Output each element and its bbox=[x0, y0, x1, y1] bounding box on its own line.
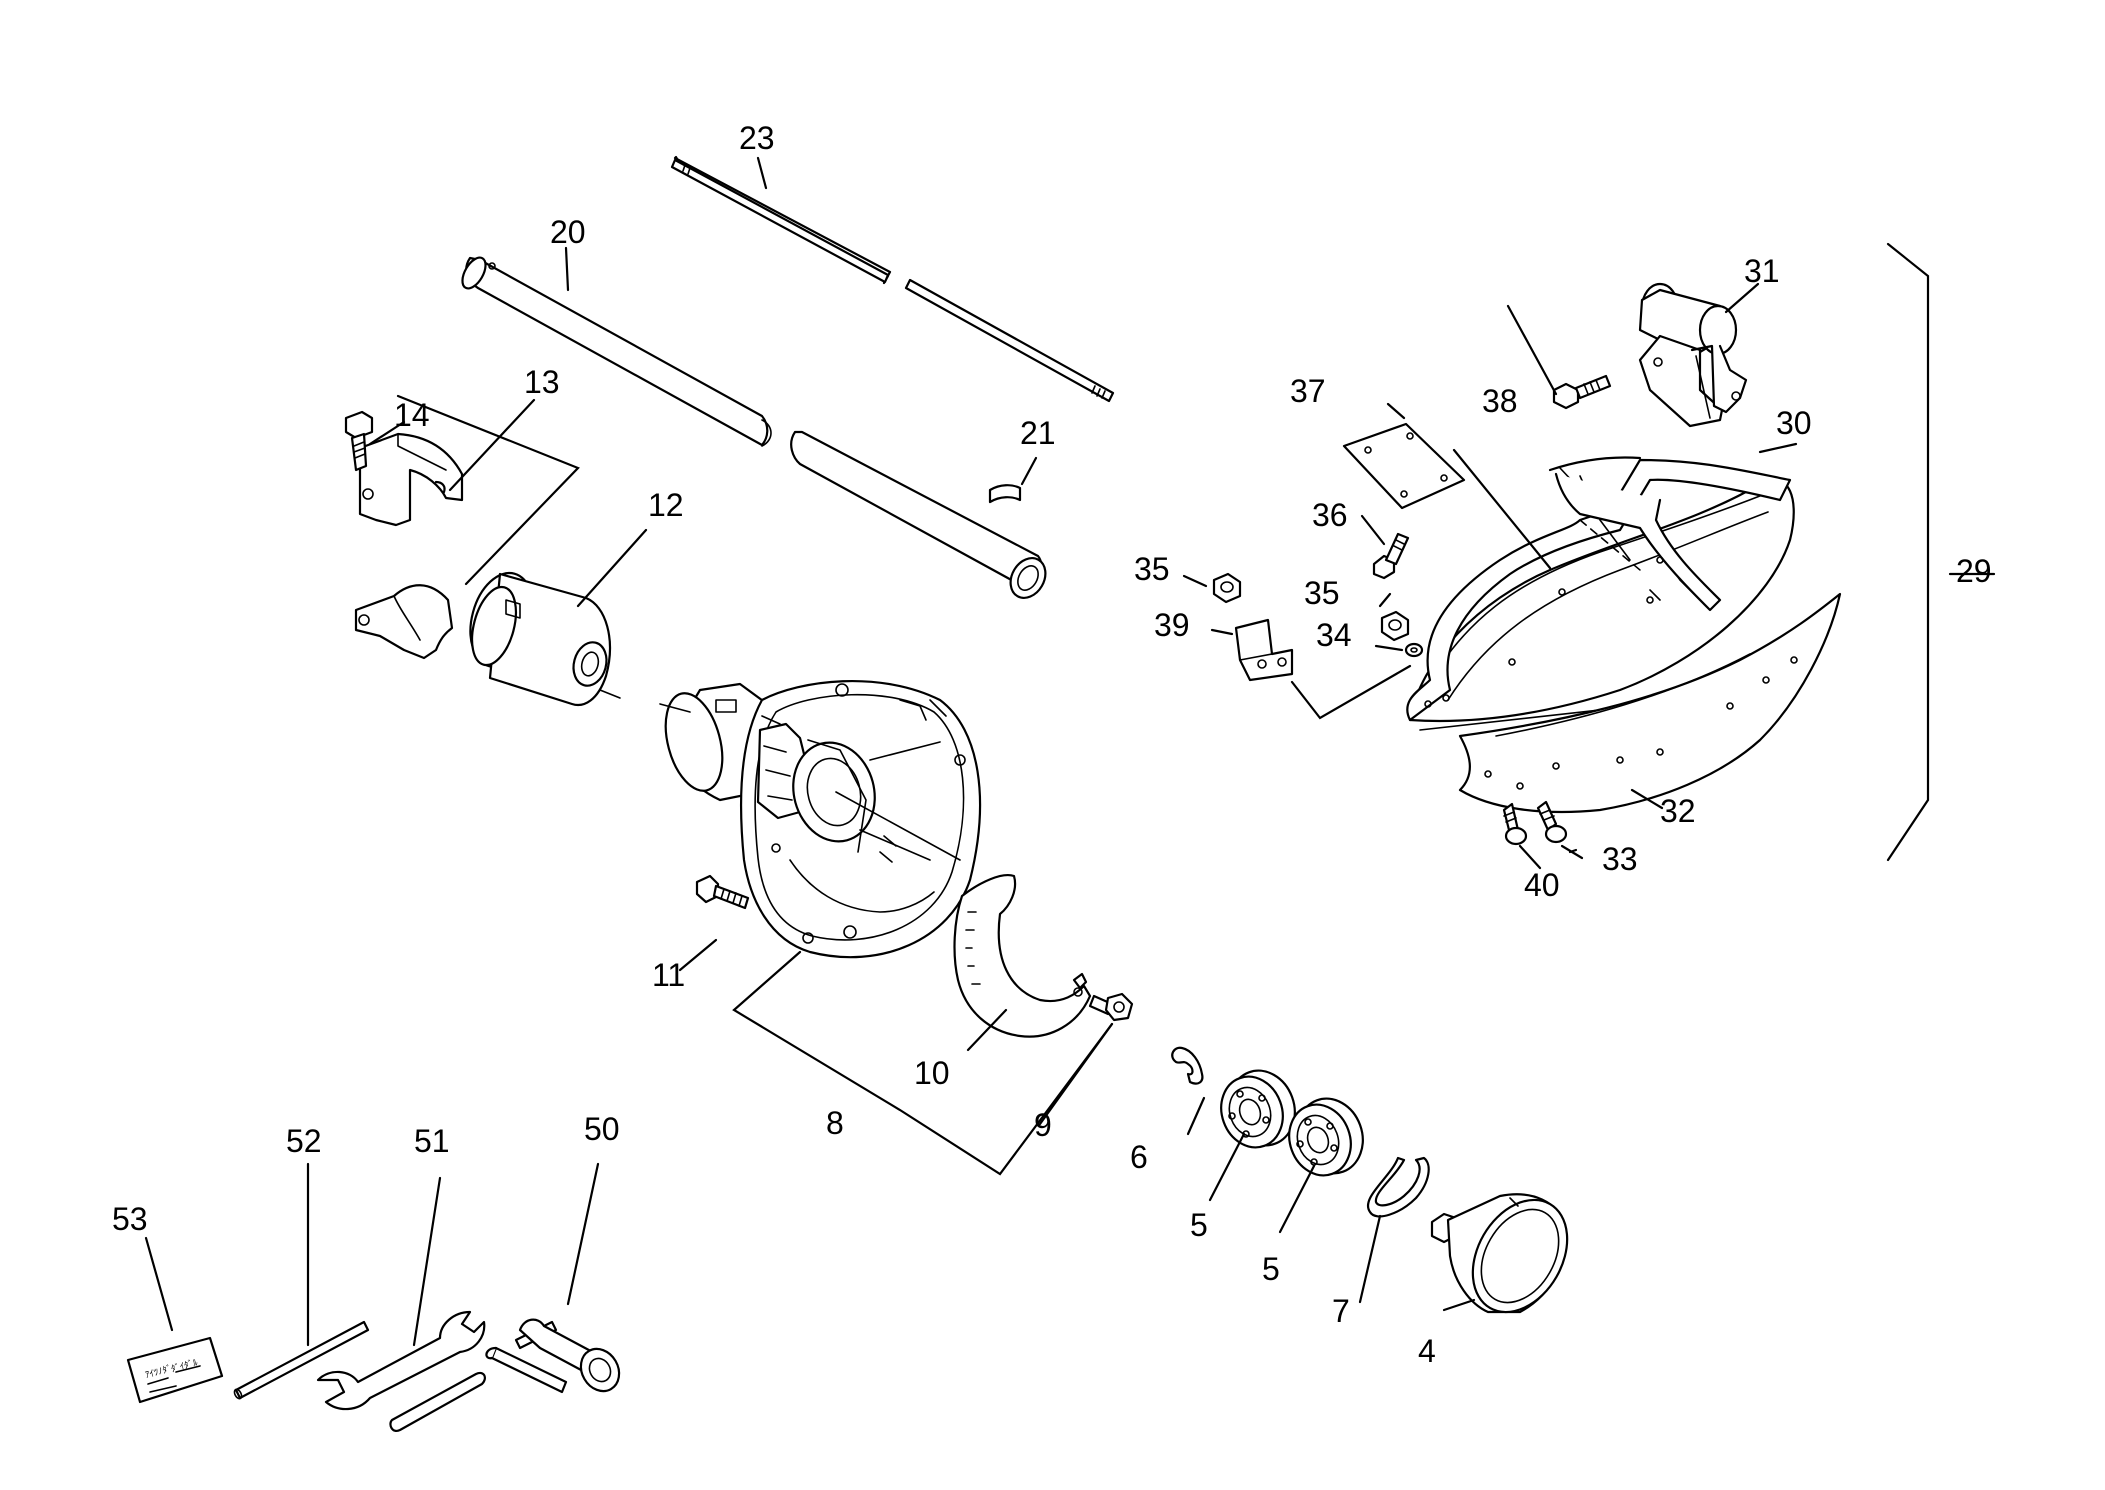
wrench bbox=[316, 1310, 486, 1432]
nut-upper bbox=[1212, 572, 1242, 604]
callout-labels: 23 20 21 14 13 12 11 10 8 9 6 5 5 7 4 52… bbox=[112, 120, 1992, 1369]
guard-skirt bbox=[1458, 592, 1842, 814]
label-52: 52 bbox=[286, 1123, 322, 1159]
label-4: 4 bbox=[1418, 1333, 1436, 1369]
label-14: 14 bbox=[394, 397, 430, 433]
ball-bearing-outer bbox=[1220, 1069, 1296, 1149]
snap-ring bbox=[1366, 1156, 1430, 1218]
outer-pipe bbox=[461, 256, 1047, 599]
label-8: 8 bbox=[826, 1105, 844, 1141]
label-50: 50 bbox=[584, 1111, 620, 1147]
label-30: 30 bbox=[1776, 405, 1812, 441]
ball-bearing-inner bbox=[1288, 1097, 1364, 1177]
label-32: 32 bbox=[1660, 793, 1696, 829]
cover-bolt bbox=[1372, 532, 1410, 580]
gear-case bbox=[664, 680, 982, 959]
label-35-lower: 35 bbox=[1304, 575, 1340, 611]
gear-case-bolt bbox=[695, 874, 750, 910]
label-36: 36 bbox=[1312, 497, 1348, 533]
label-5-upper: 5 bbox=[1190, 1207, 1208, 1243]
circlip bbox=[1171, 1046, 1204, 1085]
label-29: 29 bbox=[1956, 553, 1992, 589]
label-40: 40 bbox=[1524, 867, 1560, 903]
label-23: 23 bbox=[739, 120, 775, 156]
bushing bbox=[469, 571, 611, 707]
guard-plate bbox=[953, 874, 1092, 1038]
skirt-screw-right bbox=[1536, 800, 1568, 844]
nut-lower bbox=[1380, 610, 1410, 642]
drive-shaft bbox=[670, 155, 1115, 403]
label-20: 20 bbox=[550, 214, 586, 250]
bracket-bolt bbox=[1552, 374, 1612, 410]
label-12: 12 bbox=[648, 487, 684, 523]
leader-lines bbox=[144, 156, 1996, 1347]
label-34: 34 bbox=[1316, 617, 1352, 653]
label-9: 9 bbox=[1034, 1107, 1052, 1143]
label-13: 13 bbox=[524, 364, 560, 400]
label-7: 7 bbox=[1332, 1293, 1350, 1329]
label-37: 37 bbox=[1290, 373, 1326, 409]
label-38: 38 bbox=[1482, 383, 1518, 419]
label-6: 6 bbox=[1130, 1139, 1148, 1175]
label-5-lower: 5 bbox=[1262, 1251, 1280, 1287]
label-31: 31 bbox=[1744, 253, 1780, 289]
guard-bracket bbox=[1638, 282, 1748, 428]
label-39: 39 bbox=[1154, 607, 1190, 643]
skirt-screw-left bbox=[1502, 802, 1528, 846]
label-35-upper: 35 bbox=[1134, 551, 1170, 587]
label-10: 10 bbox=[914, 1055, 950, 1091]
clutch-drum bbox=[1430, 1193, 1569, 1314]
label-33: 33 bbox=[1602, 841, 1638, 877]
hex-rod bbox=[233, 1320, 370, 1400]
label-53: 53 bbox=[112, 1201, 148, 1237]
axis-lines bbox=[599, 689, 961, 861]
clamp-bolt bbox=[344, 410, 374, 472]
cover-plate bbox=[1342, 422, 1466, 510]
spec-label: ｱｲﾂﾉﾀﾞ ﾀﾞｲﾀﾞﾙ bbox=[126, 1336, 224, 1404]
label-21: 21 bbox=[1020, 415, 1056, 451]
pipe-clamp bbox=[354, 432, 464, 660]
guard-assembly bbox=[1406, 456, 1795, 731]
key-part bbox=[988, 484, 1022, 504]
angle-bracket bbox=[1234, 618, 1294, 682]
plate-screw bbox=[1072, 972, 1134, 1022]
washer bbox=[1404, 642, 1424, 658]
label-51: 51 bbox=[414, 1123, 450, 1159]
plug-socket-wrench bbox=[485, 1318, 621, 1394]
label-11: 11 bbox=[652, 957, 685, 993]
